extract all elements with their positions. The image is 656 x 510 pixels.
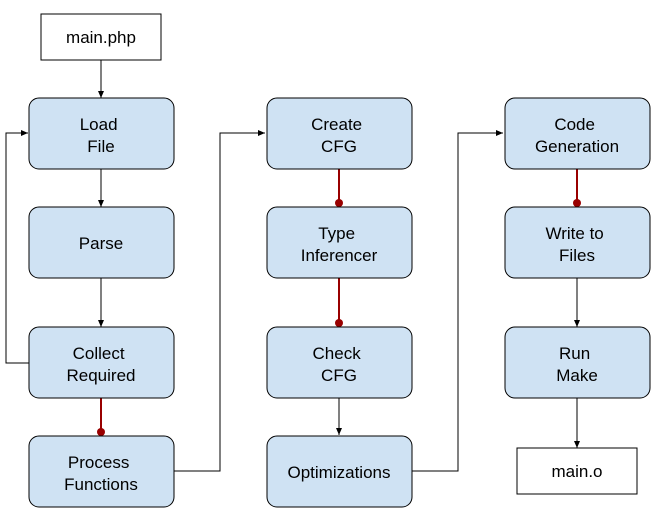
- node-write-to-files: Write to Files: [504, 206, 651, 279]
- node-write-to-files-line-2: Files: [559, 246, 595, 265]
- node-check-cfg-label: Check CFG: [313, 344, 366, 385]
- node-type-inferencer-label: Type Inferencer: [301, 224, 378, 265]
- node-create-cfg-label: Create CFG: [311, 115, 367, 156]
- node-main-php: main.php: [40, 13, 162, 61]
- node-code-generation-line-1: Code: [554, 115, 595, 134]
- node-collect-required-line-2: Required: [67, 366, 136, 385]
- node-create-cfg-line-2: CFG: [321, 137, 357, 156]
- node-run-make-line-2: Make: [556, 366, 598, 385]
- node-parse-label: Parse: [79, 234, 123, 253]
- node-type-inferencer: Type Inferencer: [266, 206, 413, 279]
- node-collect-required-line-1: Collect: [73, 344, 125, 363]
- node-process-functions: Process Functions: [28, 435, 175, 508]
- node-write-to-files-line-1: Write to: [546, 224, 604, 243]
- red-connector-dot: [573, 199, 581, 207]
- node-load-file: Load File: [28, 97, 175, 170]
- red-connector-dot: [335, 319, 343, 327]
- edge-process-functions-to-create-cfg: [174, 130, 265, 472]
- edge-optimizations-to-code-generation: [412, 130, 503, 472]
- nodes: main.php Load File Parse Collect Require…: [28, 13, 651, 508]
- edges: [5, 60, 581, 472]
- red-connector-dot: [335, 199, 343, 207]
- node-code-generation-label: Code Generation: [535, 115, 619, 156]
- node-optimizations-label: Optimizations: [288, 463, 391, 482]
- node-load-file-label: Load File: [80, 115, 123, 156]
- node-run-make-line-1: Run: [559, 344, 590, 363]
- node-main-o-label: main.o: [551, 462, 602, 481]
- node-collect-required-label: Collect Required: [67, 344, 136, 385]
- node-run-make-label: Run Make: [556, 344, 598, 385]
- node-process-functions-line-2: Functions: [64, 475, 138, 494]
- node-process-functions-label: Process Functions: [64, 453, 138, 494]
- node-run-make: Run Make: [504, 326, 651, 399]
- node-process-functions-line-1: Process: [68, 453, 129, 472]
- node-optimizations: Optimizations: [266, 435, 413, 508]
- node-check-cfg: Check CFG: [266, 326, 413, 399]
- node-create-cfg-line-1: Create: [311, 115, 362, 134]
- edge-collect-required-loop-to-load-file: [5, 130, 29, 364]
- node-type-inferencer-line-1: Type: [318, 224, 355, 243]
- node-load-file-line-2: File: [87, 137, 114, 156]
- node-code-generation: Code Generation: [504, 97, 651, 170]
- node-type-inferencer-line-2: Inferencer: [301, 246, 378, 265]
- node-code-generation-line-2: Generation: [535, 137, 619, 156]
- node-create-cfg: Create CFG: [266, 97, 413, 170]
- node-collect-required: Collect Required: [28, 326, 175, 399]
- node-main-php-label: main.php: [66, 28, 136, 47]
- node-parse: Parse: [28, 206, 175, 279]
- red-connector-dot: [97, 428, 105, 436]
- node-check-cfg-line-2: CFG: [321, 366, 357, 385]
- node-check-cfg-line-1: Check: [313, 344, 362, 363]
- node-load-file-line-1: Load: [80, 115, 118, 134]
- node-main-o: main.o: [516, 447, 638, 495]
- node-write-to-files-label: Write to Files: [546, 224, 609, 265]
